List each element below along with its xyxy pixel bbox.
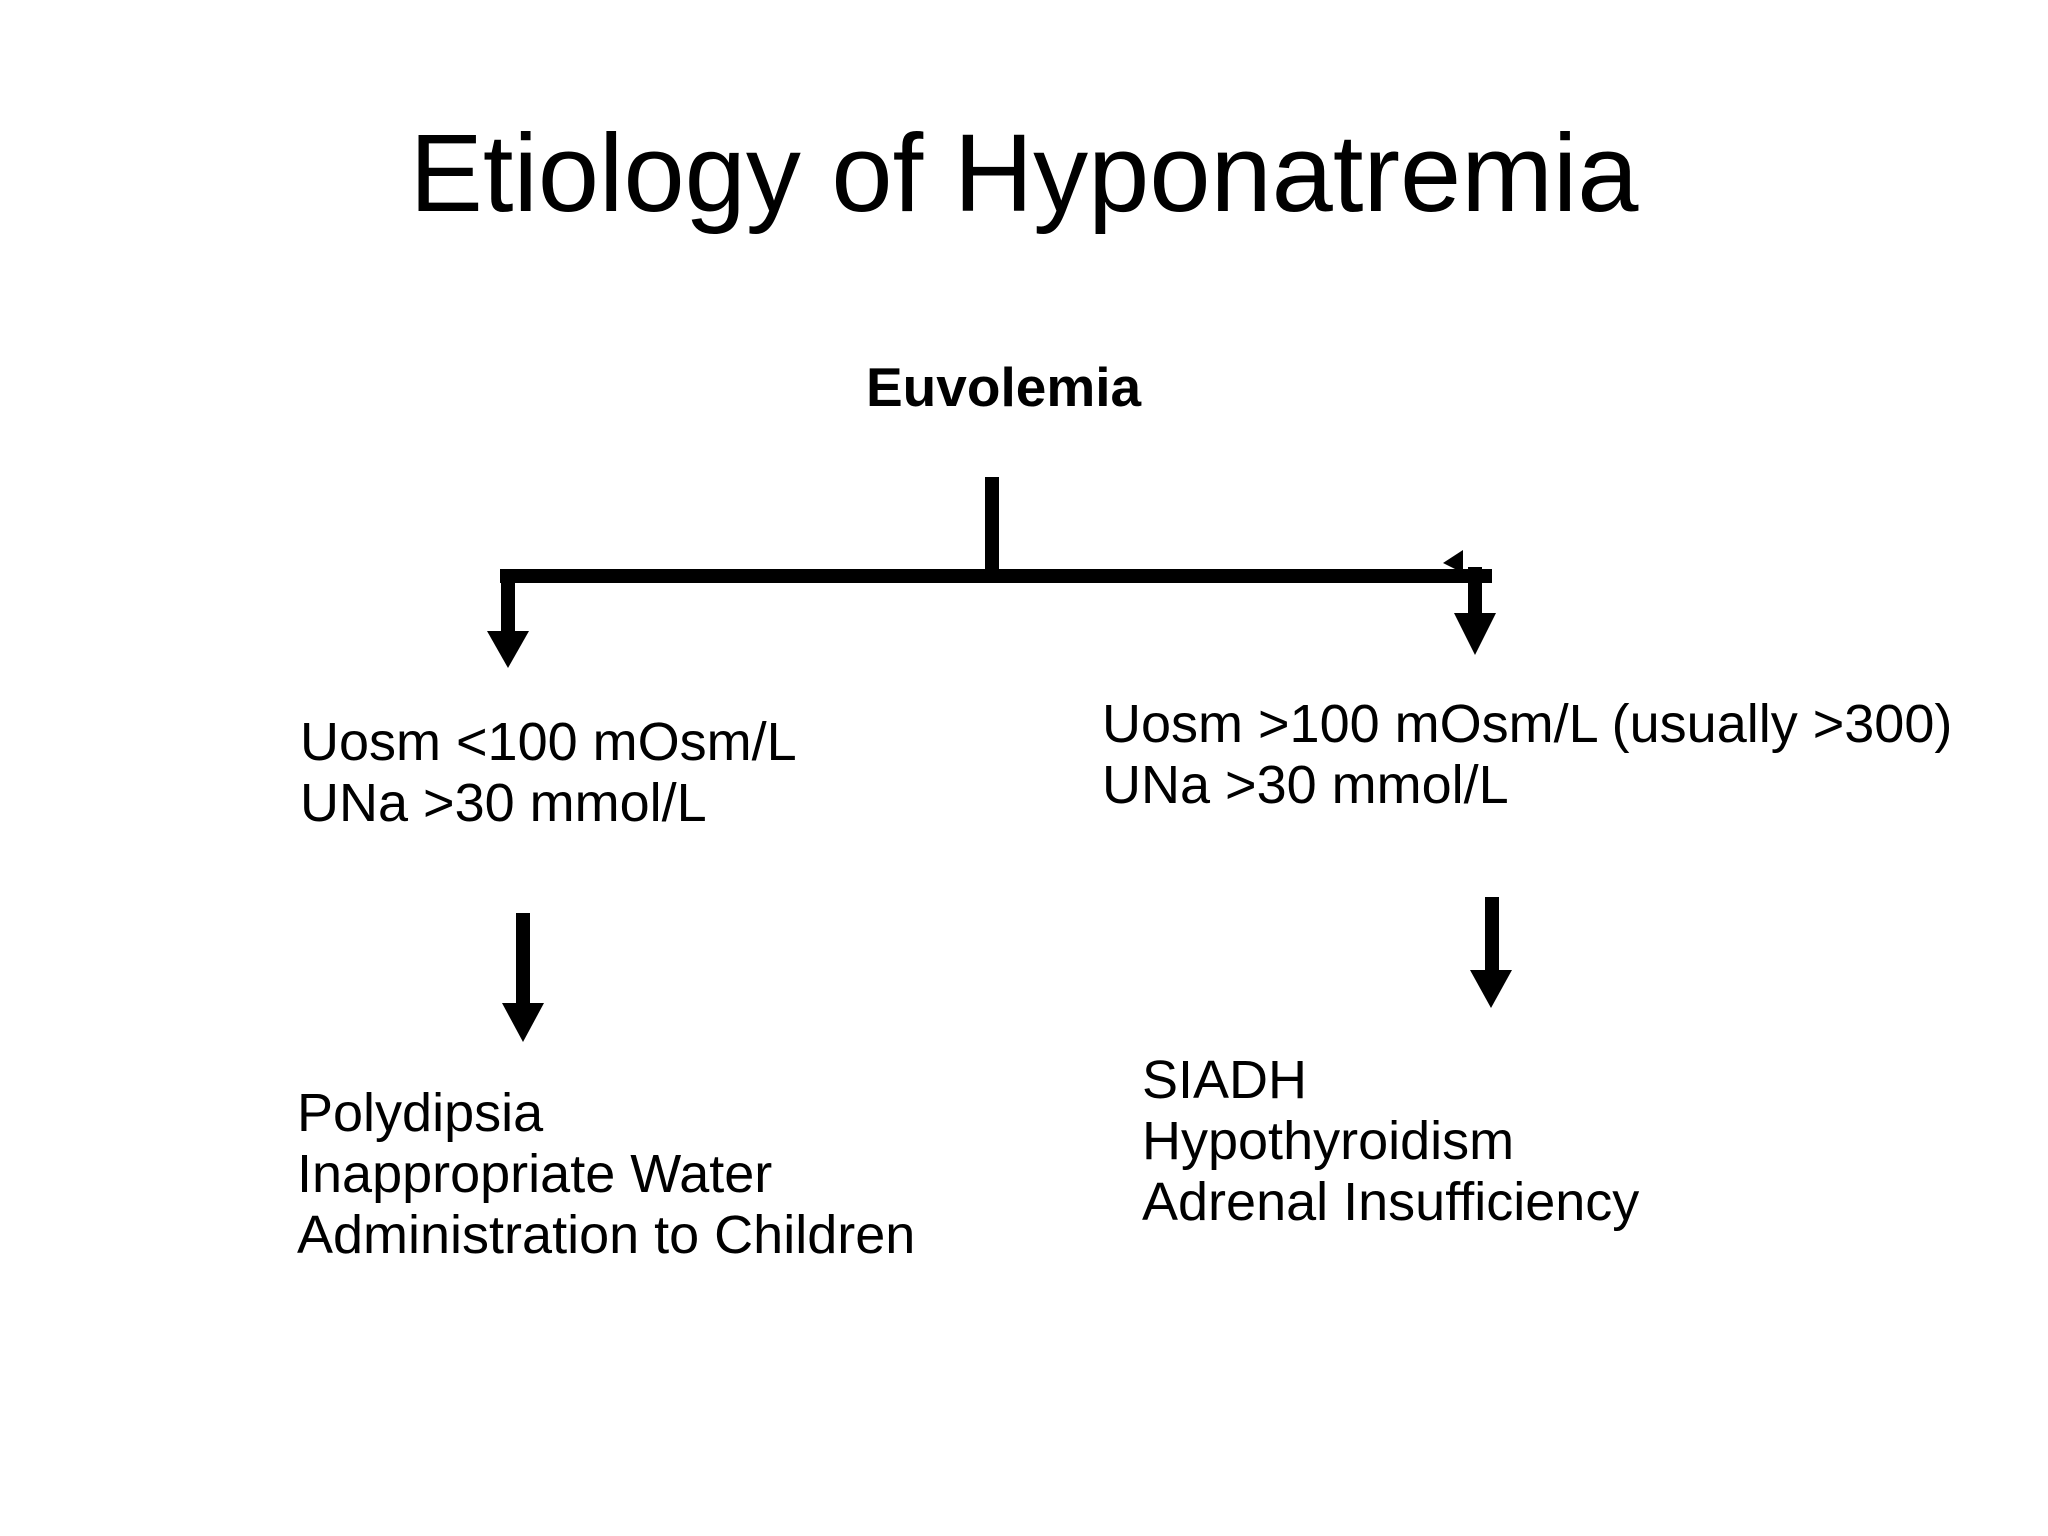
- root-stem-line: [985, 477, 999, 577]
- left-branch-line: [501, 575, 515, 633]
- left-outcome-line-2: Inappropriate Water: [297, 1144, 773, 1204]
- root-node-label: Euvolemia: [866, 356, 1142, 418]
- left-criteria-line-1: Uosm <100 mOsm/L: [300, 712, 797, 772]
- branch-horizontal-line: [500, 569, 1492, 583]
- right-criteria-line-1: Uosm >100 mOsm/L (usually >300): [1102, 694, 1953, 754]
- right-down-arrow-icon: [1470, 970, 1512, 1008]
- left-outcome-line-1: Polydipsia: [297, 1083, 544, 1143]
- left-outcome-line-3: Administration to Children: [297, 1205, 916, 1265]
- left-branch-outcomes: Polydipsia Inappropriate Water Administr…: [297, 1083, 915, 1266]
- right-outcome-line-3: Adrenal Insufficiency: [1142, 1172, 1640, 1232]
- stray-left-arrowhead-icon: [1443, 550, 1463, 573]
- left-down-arrow-line: [516, 913, 530, 1006]
- right-outcome-line-2: Hypothyroidism: [1142, 1111, 1515, 1171]
- left-branch-arrowhead-icon: [487, 631, 529, 668]
- right-branch-line: [1468, 567, 1482, 615]
- left-branch-criteria: Uosm <100 mOsm/L UNa >30 mmol/L: [300, 712, 797, 834]
- right-down-arrow-line: [1485, 897, 1499, 973]
- right-branch-criteria: Uosm >100 mOsm/L (usually >300) UNa >30 …: [1102, 694, 1952, 816]
- left-down-arrow-icon: [502, 1003, 544, 1042]
- left-criteria-line-2: UNa >30 mmol/L: [300, 773, 707, 833]
- right-branch-outcomes: SIADH Hypothyroidism Adrenal Insufficien…: [1142, 1050, 1639, 1233]
- right-branch-arrowhead-icon: [1454, 613, 1496, 655]
- right-outcome-line-1: SIADH: [1142, 1050, 1308, 1110]
- right-criteria-line-2: UNa >30 mmol/L: [1102, 755, 1509, 815]
- page-title: Etiology of Hyponatremia: [409, 112, 1639, 235]
